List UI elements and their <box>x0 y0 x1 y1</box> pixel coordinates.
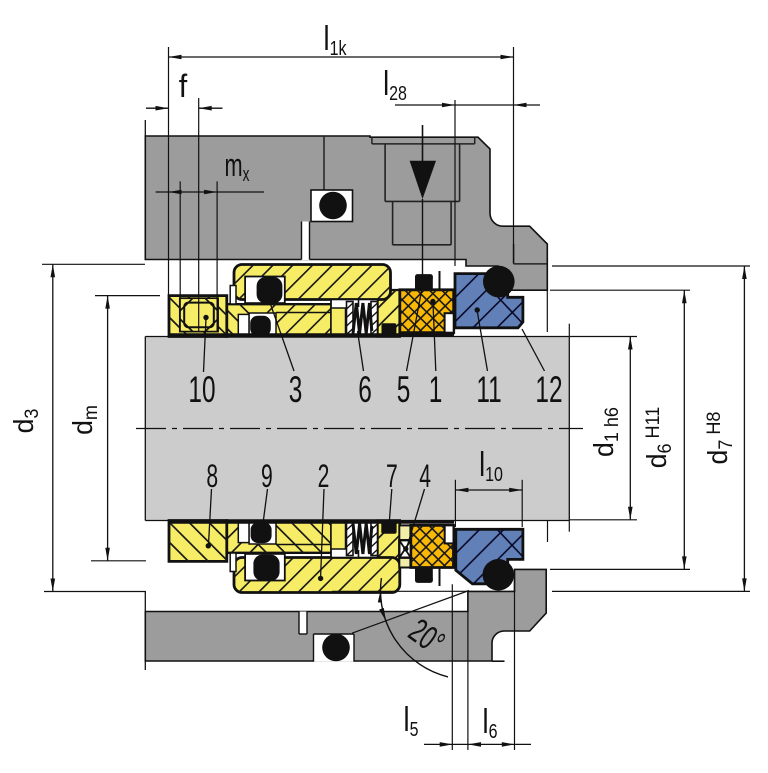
svg-text:1: 1 <box>429 369 443 410</box>
svg-text:4: 4 <box>419 457 431 494</box>
svg-text:3: 3 <box>289 369 303 410</box>
svg-text:6: 6 <box>358 369 372 410</box>
svg-text:8: 8 <box>206 457 218 494</box>
svg-text:9: 9 <box>261 457 273 494</box>
svg-text:2: 2 <box>318 457 330 494</box>
svg-text:f: f <box>179 68 188 104</box>
svg-text:5: 5 <box>397 369 411 410</box>
svg-text:11: 11 <box>476 369 501 410</box>
svg-text:7: 7 <box>386 457 398 494</box>
svg-text:12: 12 <box>535 369 562 410</box>
svg-text:10: 10 <box>188 369 215 410</box>
